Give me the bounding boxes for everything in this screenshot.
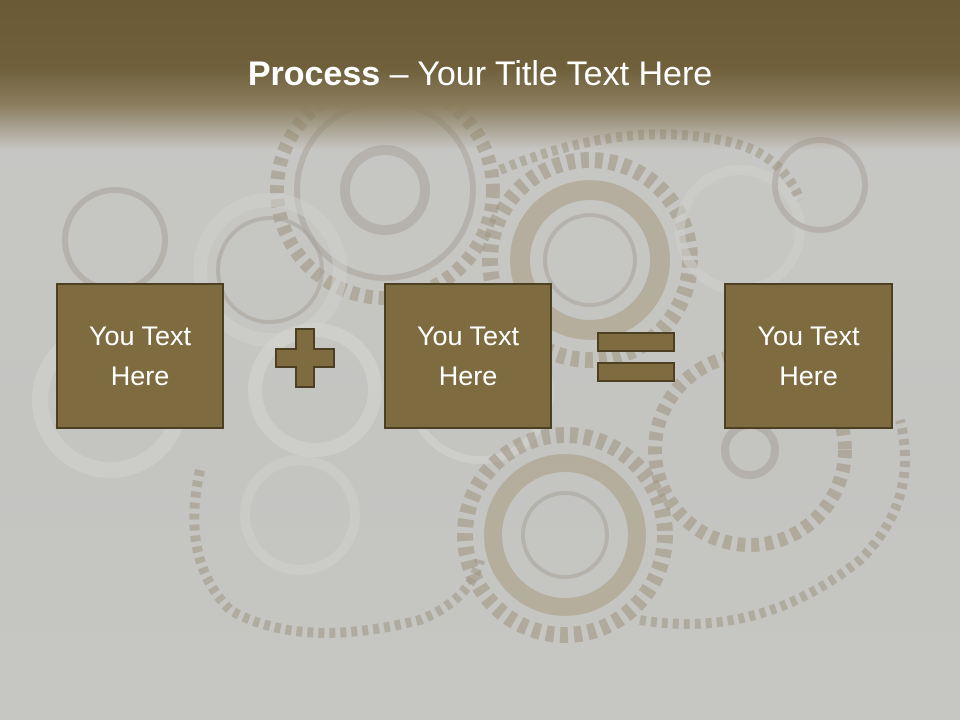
slide-title: Process – Your Title Text Here	[0, 52, 960, 96]
text-box-3-label: You Text Here	[757, 321, 860, 391]
title-bar	[0, 0, 960, 150]
text-box-2[interactable]: You Text Here	[384, 283, 552, 429]
text-box-3[interactable]: You Text Here	[724, 283, 893, 429]
plus-icon	[275, 328, 335, 388]
equals-icon	[597, 332, 675, 382]
title-rest: – Your Title Text Here	[380, 55, 713, 93]
text-box-2-label: You Text Here	[416, 321, 520, 391]
text-box-1[interactable]: You Text Here	[56, 283, 224, 429]
text-box-1-label: You Text Here	[88, 321, 192, 391]
title-bold: Process	[247, 55, 381, 93]
